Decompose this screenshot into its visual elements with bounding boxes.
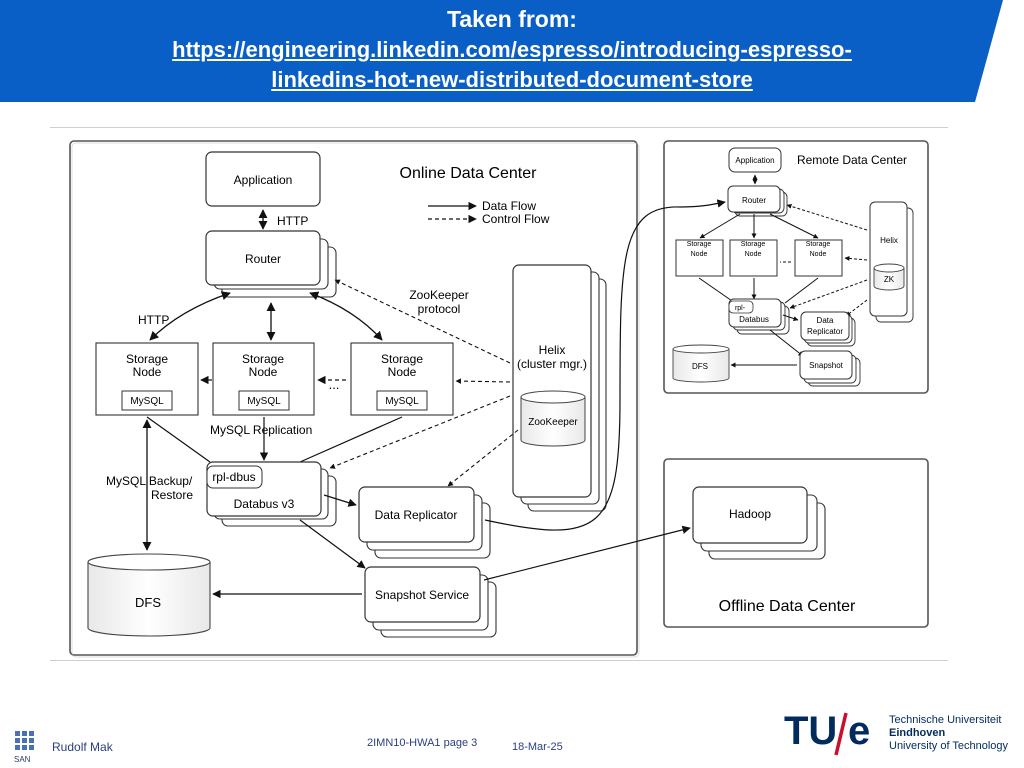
header-title: Taken from: — [447, 6, 577, 32]
svg-text:Router: Router — [742, 196, 766, 205]
svg-text:Node: Node — [691, 251, 708, 258]
online-dc-title: Online Data Center — [400, 165, 538, 182]
svg-text:Node: Node — [133, 365, 162, 379]
svg-text:Node: Node — [810, 251, 827, 258]
svg-text:Storage: Storage — [741, 241, 766, 248]
storage-node-2: Storage Node MySQL — [212, 342, 315, 416]
storage-node-1: Storage Node MySQL — [95, 342, 199, 416]
ellipsis-label: ... — [329, 377, 340, 392]
svg-text:Databus v3: Databus v3 — [234, 497, 295, 511]
legend-control-flow: Control Flow — [482, 212, 550, 226]
svg-text:Storage: Storage — [806, 241, 831, 248]
databus-box: rpl-dbus Databus v3 — [206, 461, 337, 527]
svg-text:Snapshot: Snapshot — [809, 361, 844, 370]
http-top-label: HTTP — [277, 214, 308, 228]
tue-name-1: Technische Universiteit — [889, 714, 1002, 726]
helix-box: Helix (cluster mgr.) ZooKeeper — [512, 264, 607, 512]
application-box — [205, 151, 321, 207]
slide-header: Taken from: https://engineering.linkedin… — [0, 0, 1024, 102]
svg-text:SAN: SAN — [14, 755, 31, 764]
mysql-replication-label: MySQL Replication — [210, 423, 312, 437]
svg-text:DFS: DFS — [692, 362, 708, 371]
svg-text:Helix: Helix — [880, 236, 898, 245]
snapshot-service-box: Snapshot Service — [364, 566, 497, 638]
backup-label-1: MySQL Backup/ — [106, 474, 193, 488]
svg-text:ZooKeeper: ZooKeeper — [528, 417, 578, 428]
hadoop-label: Hadoop — [729, 507, 771, 521]
remote-data-center: Remote Data Center Application Router St… — [663, 140, 929, 394]
remote-dc-title: Remote Data Center — [797, 153, 907, 167]
tue-name-3: University of Technology — [889, 740, 1009, 752]
tue-name-2: Eindhoven — [889, 727, 946, 739]
svg-text:MySQL: MySQL — [130, 396, 164, 407]
svg-text:ZK: ZK — [884, 275, 895, 284]
svg-text:Data Replicator: Data Replicator — [375, 508, 458, 522]
svg-text:DFS: DFS — [135, 595, 161, 610]
svg-text:(cluster mgr.): (cluster mgr.) — [517, 357, 587, 371]
svg-text:Snapshot Service: Snapshot Service — [375, 588, 469, 602]
svg-text:Helix: Helix — [539, 343, 566, 357]
svg-text:rpl-: rpl- — [735, 305, 746, 312]
legend-data-flow: Data Flow — [482, 199, 536, 213]
svg-text:rpl-dbus: rpl-dbus — [212, 470, 255, 484]
svg-text:Application: Application — [735, 156, 774, 165]
svg-text:Node: Node — [388, 365, 417, 379]
data-replicator-box: Data Replicator — [358, 486, 491, 559]
svg-text:Storage: Storage — [126, 352, 168, 366]
svg-text:Data: Data — [817, 316, 834, 325]
footer-author: Rudolf Mak — [52, 740, 113, 754]
tue-logo: TU e — [784, 709, 871, 756]
svg-text:Node: Node — [745, 251, 762, 258]
zk-protocol-label-2: protocol — [418, 302, 461, 316]
svg-text:Storage: Storage — [687, 241, 712, 248]
svg-text:Databus: Databus — [739, 315, 769, 324]
offline-dc-title: Offline Data Center — [719, 598, 856, 615]
dfs-cylinder: DFS — [87, 553, 211, 637]
svg-text:MySQL: MySQL — [247, 396, 281, 407]
source-link-line-2[interactable]: linkedins-hot-new-distributed-document-s… — [271, 67, 753, 92]
offline-data-center: Hadoop Offline Data Center — [663, 458, 929, 628]
svg-text:Node: Node — [249, 365, 278, 379]
storage-node-3: Storage Node MySQL — [350, 342, 454, 416]
router-box — [205, 230, 321, 286]
header-banner — [0, 0, 1003, 102]
san-logo: SAN — [14, 731, 34, 764]
svg-text:MySQL: MySQL — [385, 396, 419, 407]
svg-text:Storage: Storage — [242, 352, 284, 366]
footer-course-page: 2IMN10-HWA1 page 3 — [367, 737, 478, 749]
svg-text:Replicator: Replicator — [807, 327, 843, 336]
source-link-line-1[interactable]: https://engineering.linkedin.com/espress… — [172, 37, 852, 62]
online-data-center: Online Data Center Application HTTP Rout… — [69, 140, 640, 658]
application-label: Application — [234, 173, 293, 187]
zk-protocol-label-1: ZooKeeper — [409, 288, 468, 302]
svg-text:Storage: Storage — [381, 352, 423, 366]
http-left-label: HTTP — [138, 313, 169, 327]
backup-label-2: Restore — [151, 488, 193, 502]
footer-date: 18-Mar-25 — [512, 741, 563, 753]
bottom-divider — [50, 660, 948, 661]
top-divider — [50, 127, 948, 128]
router-label: Router — [245, 252, 281, 266]
